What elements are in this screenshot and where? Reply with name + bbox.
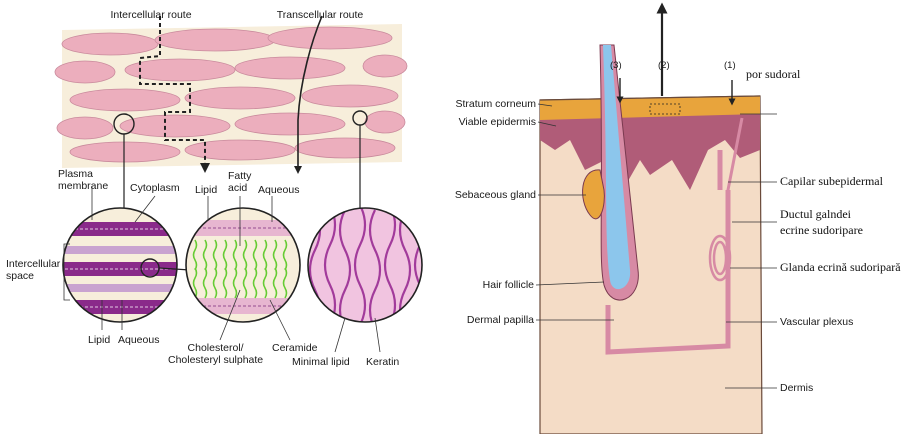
label-viable-epidermis: Viable epidermis (459, 116, 536, 128)
label-lipid-left: Lipid (88, 334, 110, 346)
label-lipid-mid: Lipid (195, 184, 217, 196)
marker-2: (2) (658, 60, 670, 72)
label-ductul: Ductul galndei ecrine sudoripare (780, 206, 863, 238)
label-minimal-lipid: Minimal lipid (292, 356, 350, 368)
label-transcellular-route: Transcellular route (277, 9, 364, 21)
label-ceramide: Ceramide (272, 342, 318, 354)
label-keratin: Keratin (366, 356, 399, 368)
marker-3: (3) (610, 60, 622, 72)
label-vascular-plexus: Vascular plexus (780, 316, 853, 328)
label-glanda: Glanda ecrină sudoripară (780, 261, 901, 273)
label-plasma-membrane: Plasma membrane (58, 168, 108, 192)
label-cytoplasm: Cytoplasm (130, 182, 180, 194)
lamellae-circle (60, 205, 190, 325)
marker-1: (1) (724, 60, 736, 72)
label-capilar-subepidermal: Capilar subepidermal (780, 175, 883, 187)
label-hair-follicle: Hair follicle (483, 279, 534, 291)
label-intercellular-space: Intercellular space (6, 258, 60, 282)
label-aqueous-mid: Aqueous (258, 184, 299, 196)
label-dermis: Dermis (780, 382, 813, 394)
lipid-bilayer-circle (183, 205, 303, 325)
label-stratum-corneum: Stratum corneum (455, 98, 536, 110)
label-dermal-papilla: Dermal papilla (467, 314, 534, 326)
label-cholesterol: Cholesterol/ Cholesteryl sulphate (168, 342, 263, 366)
label-fatty-acid: Fatty acid (228, 170, 251, 194)
label-sebaceous-gland: Sebaceous gland (455, 189, 536, 201)
label-por-sudoral: por sudoral (746, 68, 800, 80)
label-aqueous-left: Aqueous (118, 334, 159, 346)
label-intercellular-route: Intercellular route (110, 9, 191, 21)
keratin-circle (305, 205, 425, 330)
